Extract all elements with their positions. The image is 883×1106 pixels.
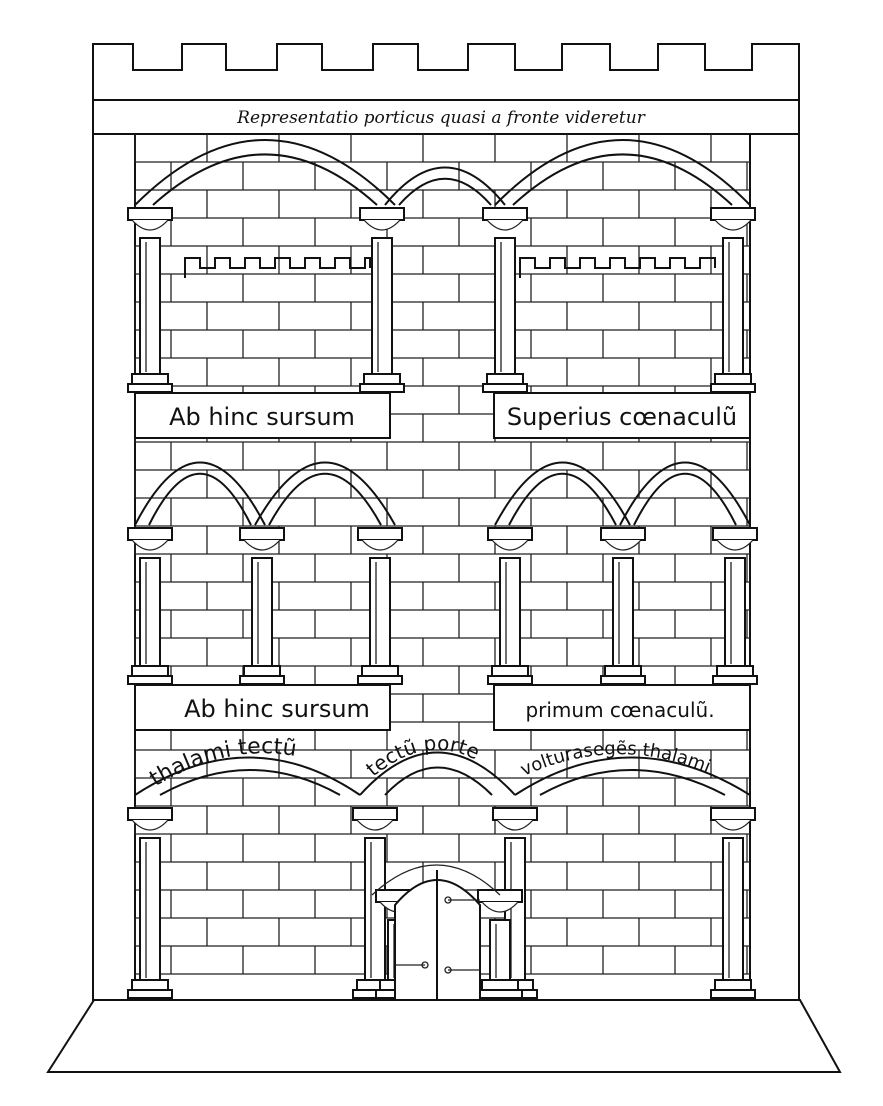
label-middle-left: Ab hinc sursum xyxy=(184,695,370,723)
label-upper-left: Ab hinc sursum xyxy=(169,403,355,431)
left-pilaster xyxy=(92,133,136,1001)
masonry-wall xyxy=(134,134,750,975)
label-band-middle-right: primum cœnaculũ. xyxy=(493,684,751,731)
battlements xyxy=(92,43,800,100)
arch-openings xyxy=(134,139,751,526)
label-upper-right: Superius cœnaculũ xyxy=(507,403,737,431)
caption-band xyxy=(92,99,800,135)
label-band-upper-right: Superius cœnaculũ xyxy=(493,392,751,439)
label-band-upper-left: Ab hinc sursum xyxy=(134,392,391,439)
caption-text: Representatio porticus quasi a fronte vi… xyxy=(236,108,646,128)
columns xyxy=(127,207,758,999)
plinth xyxy=(46,999,842,1073)
door xyxy=(371,864,501,1001)
label-middle-right: primum cœnaculũ. xyxy=(525,698,714,722)
label-band-middle-left: Ab hinc sursum xyxy=(134,684,391,731)
right-pilaster xyxy=(749,133,800,1001)
outer-frame xyxy=(92,99,800,1001)
